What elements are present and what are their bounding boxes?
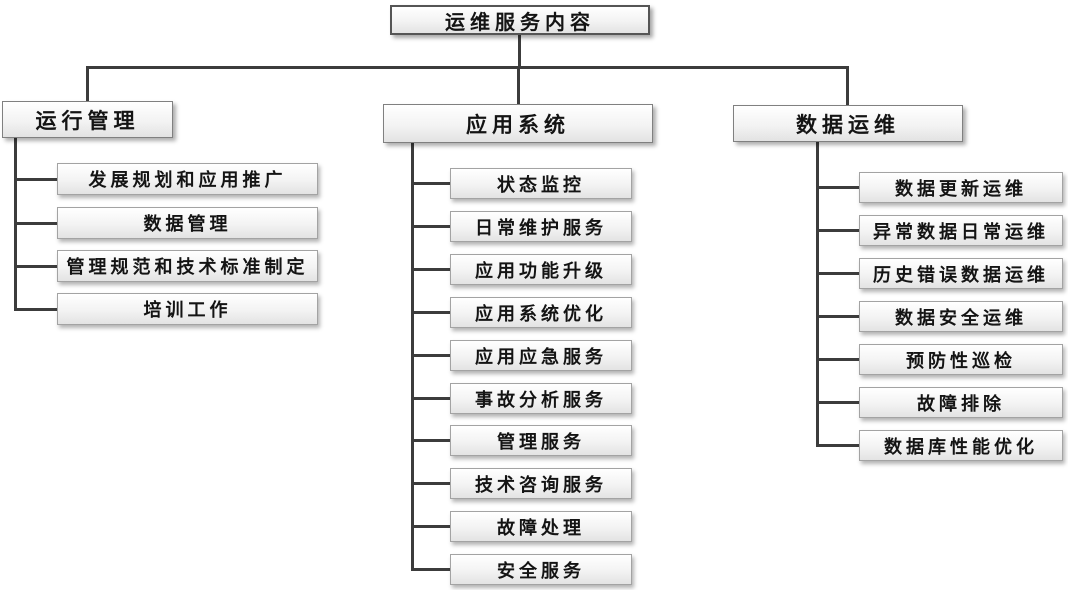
leaf-node: 故障排除: [859, 387, 1063, 418]
connector: [816, 186, 859, 189]
leaf-node: 状态监控: [450, 168, 632, 199]
branch-header-application-system: 应用系统: [383, 104, 653, 143]
leaf-node: 预防性巡检: [859, 344, 1063, 375]
connector: [14, 178, 57, 181]
leaf-node: 故障处理: [450, 511, 632, 542]
connector: [816, 401, 859, 404]
connector: [411, 354, 450, 357]
leaf-node: 数据安全运维: [859, 301, 1063, 332]
connector: [846, 66, 849, 105]
leaf-node: 数据管理: [57, 207, 318, 239]
connector: [411, 268, 450, 271]
leaf-node: 管理服务: [450, 425, 632, 456]
leaf-node: 发展规划和应用推广: [57, 163, 318, 195]
connector: [411, 143, 414, 571]
leaf-node: 数据库性能优化: [859, 430, 1063, 461]
connector: [14, 265, 57, 268]
leaf-node: 管理规范和技术标准制定: [57, 250, 318, 282]
leaf-node: 应用功能升级: [450, 254, 632, 285]
leaf-node: 异常数据日常运维: [859, 215, 1063, 246]
connector: [86, 66, 89, 101]
connector: [816, 315, 859, 318]
connector: [86, 66, 849, 69]
connector: [411, 311, 450, 314]
connector: [14, 222, 57, 225]
connector: [411, 225, 450, 228]
connector: [816, 142, 819, 447]
leaf-node: 应用系统优化: [450, 297, 632, 328]
connector: [517, 66, 520, 104]
leaf-node: 安全服务: [450, 554, 632, 585]
connector: [816, 272, 859, 275]
root-node: 运维服务内容: [390, 5, 650, 35]
branch-header-data-operations: 数据运维: [733, 105, 963, 142]
leaf-node: 事故分析服务: [450, 383, 632, 414]
leaf-node: 数据更新运维: [859, 172, 1063, 203]
connector: [518, 35, 521, 68]
connector: [411, 182, 450, 185]
connector: [14, 308, 57, 311]
connector: [411, 568, 450, 571]
connector: [411, 525, 450, 528]
connector: [816, 358, 859, 361]
connector: [411, 397, 450, 400]
leaf-node: 历史错误数据运维: [859, 258, 1063, 289]
leaf-node: 技术咨询服务: [450, 468, 632, 499]
leaf-node: 日常维护服务: [450, 211, 632, 242]
leaf-node: 培训工作: [57, 293, 318, 325]
branch-header-operation-management: 运行管理: [2, 101, 173, 138]
leaf-node: 应用应急服务: [450, 340, 632, 371]
connector: [411, 439, 450, 442]
connector: [816, 229, 859, 232]
connector: [411, 482, 450, 485]
connector: [816, 444, 859, 447]
